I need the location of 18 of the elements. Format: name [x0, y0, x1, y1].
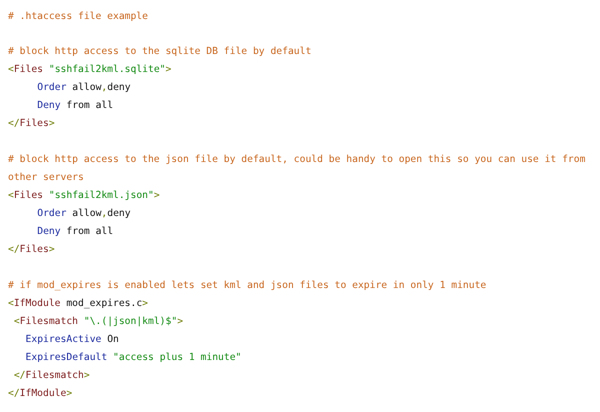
code-line: </Files> [8, 243, 55, 257]
code-line: Order allow,deny [37, 207, 131, 221]
code-line: ExpiresDefault "access plus 1 minute" [26, 351, 242, 365]
code-comment: # block http access to the json file by default, could be handy to open this so you can use it from other servers [8, 153, 586, 185]
code-line: Deny from all [37, 99, 114, 113]
code-comment: # .htaccess file example [8, 10, 148, 24]
code-line: Deny from all [37, 225, 114, 239]
code-line: </Filesmatch> [14, 369, 90, 383]
code-line: <Files "sshfail2kml.json"> [8, 189, 160, 203]
code-line: <IfModule mod_expires.c> [8, 297, 148, 311]
code-line: <Files "sshfail2kml.sqlite"> [8, 63, 172, 77]
code-line: <Filesmatch "\.(|json|kml)$"> [14, 315, 184, 329]
code-line: </Files> [8, 117, 55, 131]
code-comment: # if mod_expires is enabled lets set kml and json files to expire in only 1 minute [8, 279, 486, 293]
code-line: Order allow,deny [37, 81, 131, 95]
code-line: </IfModule> [8, 387, 72, 401]
code-comment: # block http access to the sqlite DB file by default [8, 45, 312, 59]
code-line: ExpiresActive On [26, 333, 119, 347]
